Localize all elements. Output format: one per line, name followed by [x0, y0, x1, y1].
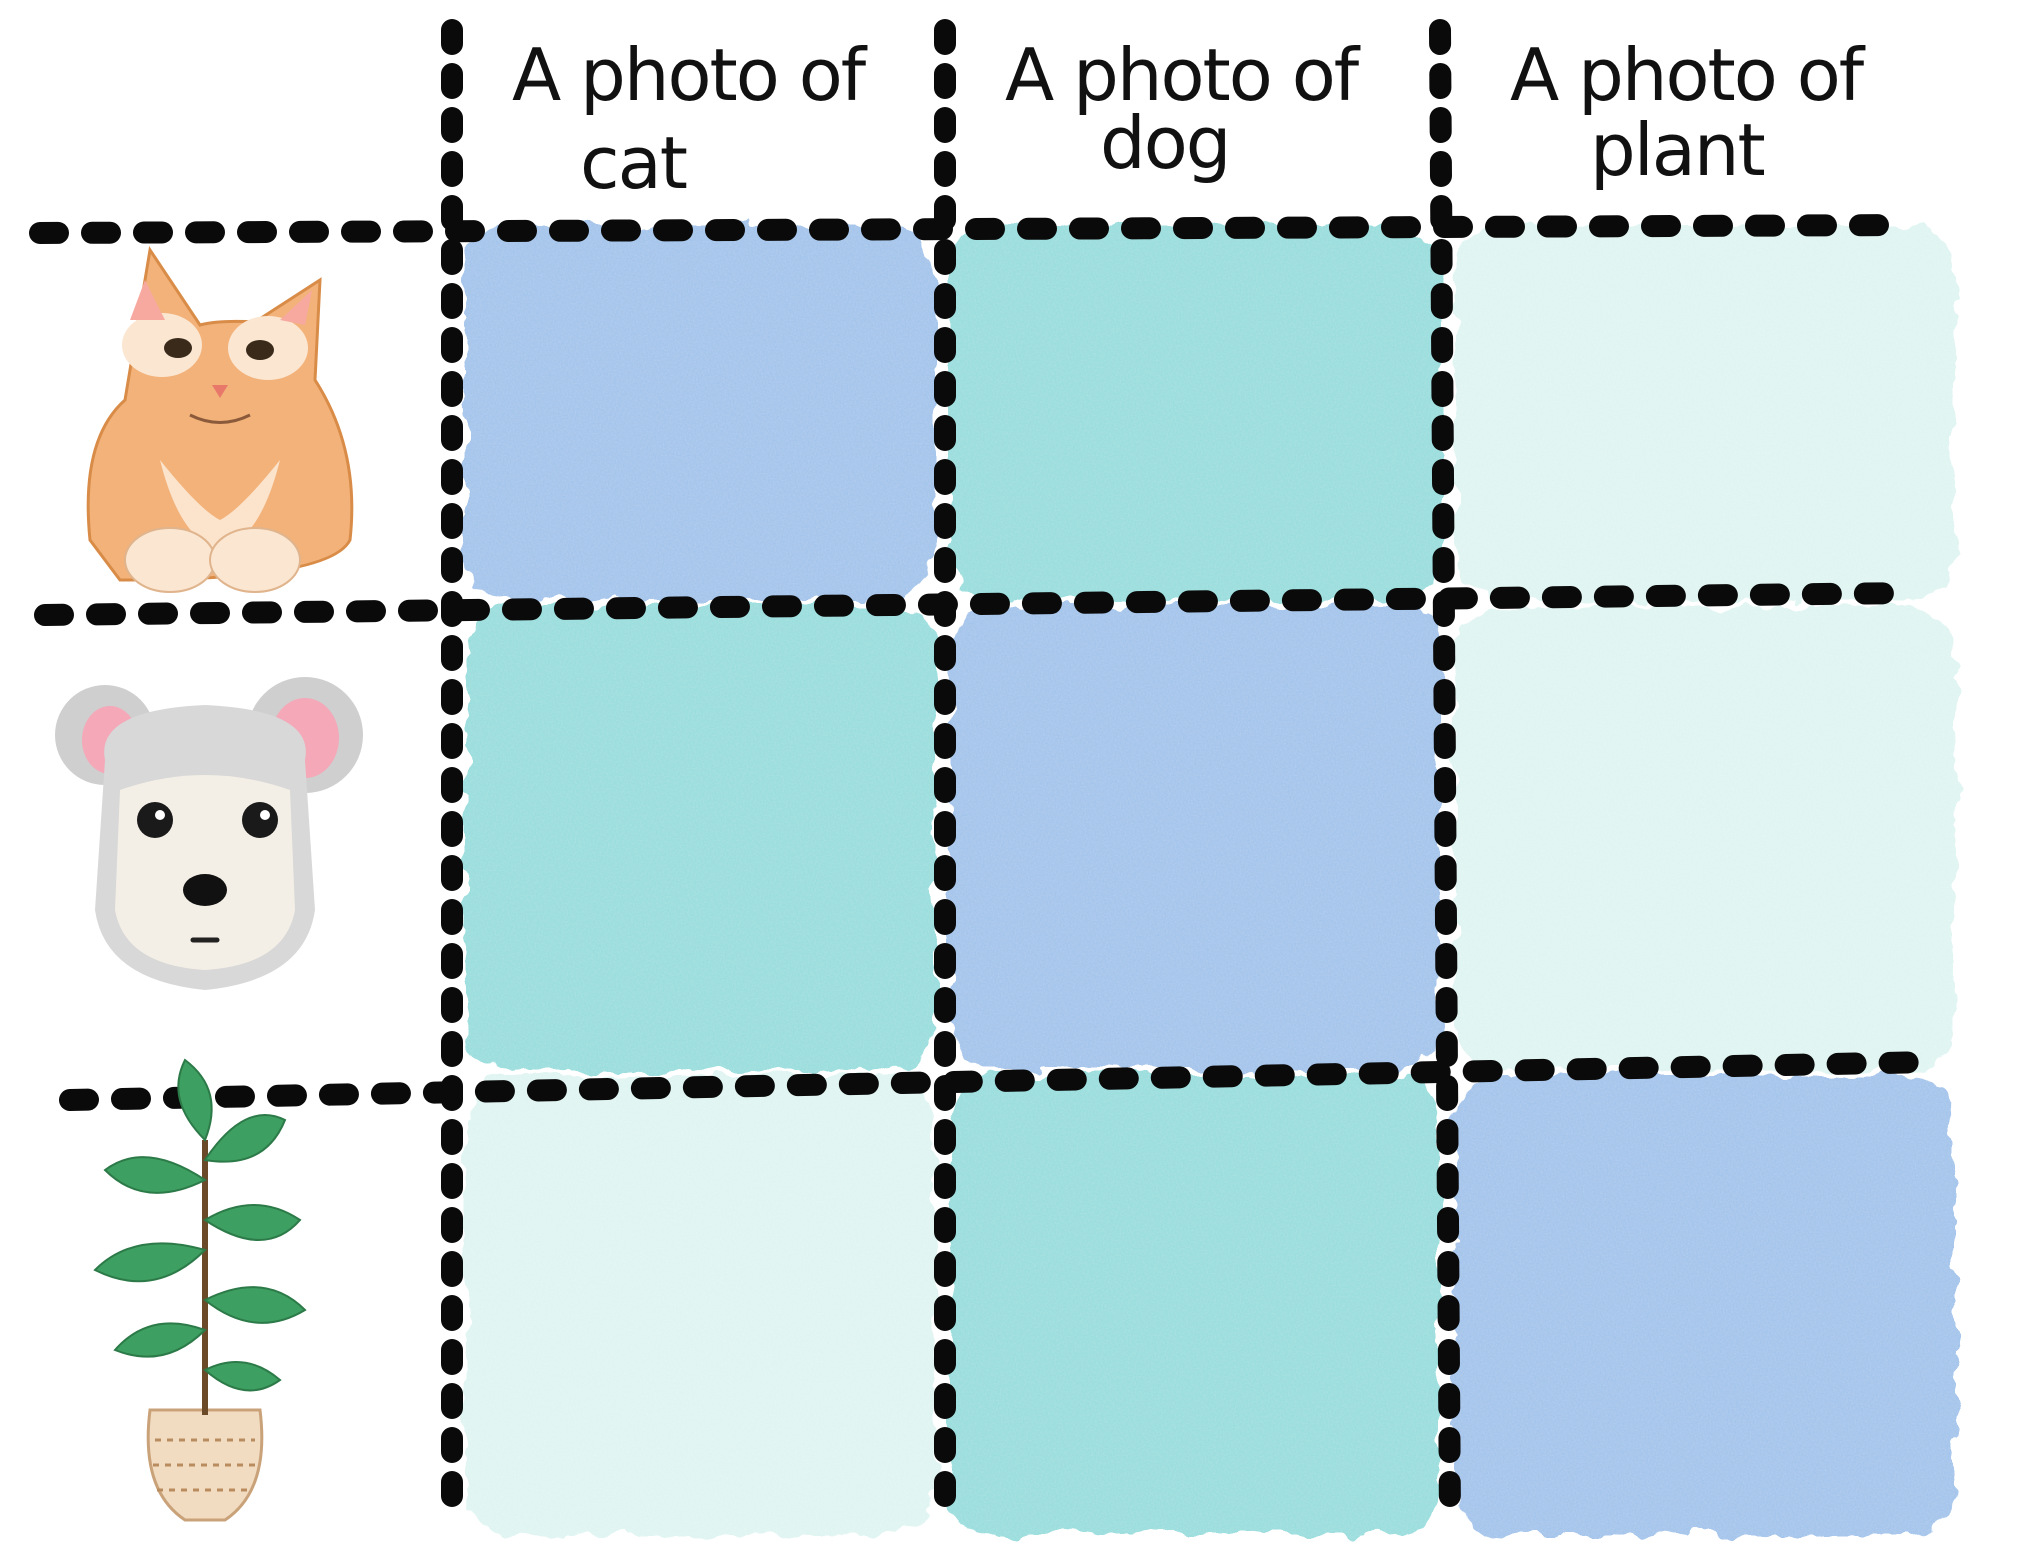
grid-horizontal-line-2 [34, 582, 1921, 626]
row-icons [55, 246, 363, 1522]
column-header-line1: A photo of [1510, 33, 1866, 117]
cat-icon [86, 246, 354, 593]
matrix-cell-plant-cat [465, 1075, 935, 1535]
matrix-cell-cat-cat [465, 225, 935, 600]
matrix-cell-cat-dog [950, 225, 1440, 600]
grid-horizontal-line-1 [29, 214, 1921, 244]
column-header-line2: dog [1100, 101, 1229, 185]
matrix-cell-dog-dog [950, 605, 1440, 1070]
matrix-cell-plant-dog [950, 1075, 1440, 1535]
plant-icon [93, 1058, 307, 1522]
column-header-line2: cat [580, 121, 687, 205]
column-header-line2: plant [1590, 108, 1764, 192]
grid-horizontal-line-3 [59, 1051, 1941, 1111]
matrix-cell-dog-plant [1455, 605, 1955, 1070]
column-headers: A photo of cat A photo of dog A photo of… [512, 33, 1868, 205]
matrix-cell-plant-plant [1455, 1075, 1955, 1535]
grid-vertical-line-3 [1429, 19, 1461, 1531]
dog-icon [55, 677, 363, 990]
matrix-cells [465, 225, 1955, 1535]
dashed-grid [29, 19, 1941, 1531]
column-header-cat: A photo of cat [512, 33, 870, 205]
matrix-cell-dog-cat [465, 605, 935, 1070]
column-header-plant: A photo of plant [1510, 33, 1868, 192]
matrix-cell-cat-plant [1455, 225, 1955, 600]
column-header-line1: A photo of [1005, 33, 1361, 117]
column-header-line1: A photo of [512, 33, 868, 117]
column-header-dog: A photo of dog [1005, 33, 1363, 185]
